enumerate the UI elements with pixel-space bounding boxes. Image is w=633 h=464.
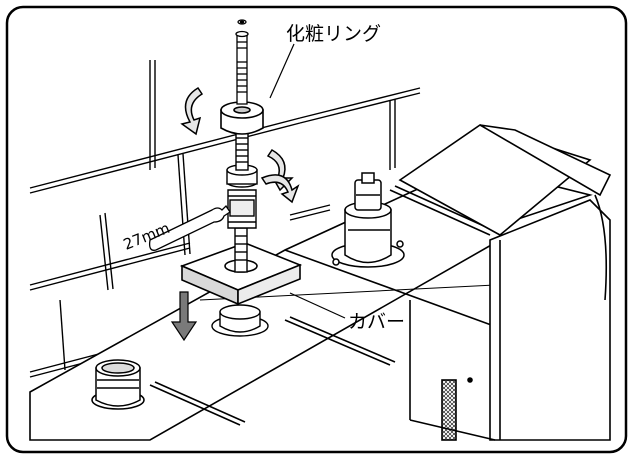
rotate-ccw-icon — [180, 86, 204, 136]
down-arrow-icon — [170, 291, 198, 342]
spindle — [226, 119, 258, 273]
trim-ring-label: 化粧リング — [286, 23, 381, 45]
rotate-cw-icon-lower — [260, 174, 300, 204]
base-nut — [211, 304, 269, 337]
counter-front — [409, 199, 611, 441]
valve-cartridge — [331, 172, 405, 268]
top-shaft — [235, 19, 249, 105]
leader-lines — [269, 43, 346, 319]
wrench-icon — [148, 204, 231, 251]
side-cabinet — [398, 124, 612, 301]
pipe-stub — [91, 359, 145, 410]
trim-ring — [220, 101, 264, 135]
cover-label: カバー — [348, 311, 405, 333]
